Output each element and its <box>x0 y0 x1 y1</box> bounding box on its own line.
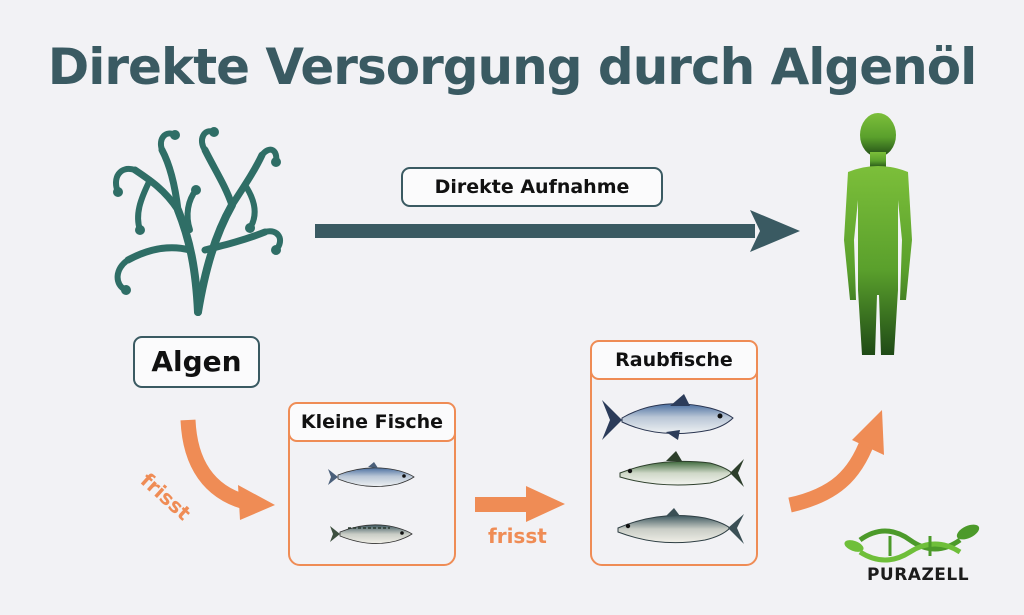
to-human-arrow <box>788 410 884 513</box>
small-fish-header: Kleine Fische <box>288 402 456 442</box>
predator-fish-box <box>590 356 758 566</box>
human-silhouette-icon <box>844 113 912 355</box>
page-title: Direkte Versorgung durch Algenöl <box>47 38 977 96</box>
eats-arrow-2 <box>475 486 565 522</box>
eats-arrow-1 <box>180 419 275 520</box>
fish-icon <box>330 524 413 544</box>
algae-text: Algen <box>151 345 242 378</box>
direct-uptake-label: Direkte Aufnahme <box>401 167 663 207</box>
predator-fish-header: Raubfische <box>590 340 758 380</box>
predator-fish-label: Raubfische <box>615 349 733 371</box>
dna-leaf-logo-icon <box>844 524 980 563</box>
brand-logo-text: PURAZELL <box>866 565 970 585</box>
direct-uptake-text: Direkte Aufnahme <box>434 176 630 198</box>
direct-arrow <box>315 210 800 252</box>
seaweed-icon <box>113 128 283 316</box>
fish-icon <box>619 451 744 487</box>
fish-icon <box>328 462 415 487</box>
small-fish-label: Kleine Fische <box>300 411 444 433</box>
fish-icon <box>617 508 744 544</box>
fish-icon <box>602 394 734 440</box>
eats-label-2: frisst <box>488 524 547 548</box>
algae-label: Algen <box>133 336 260 388</box>
